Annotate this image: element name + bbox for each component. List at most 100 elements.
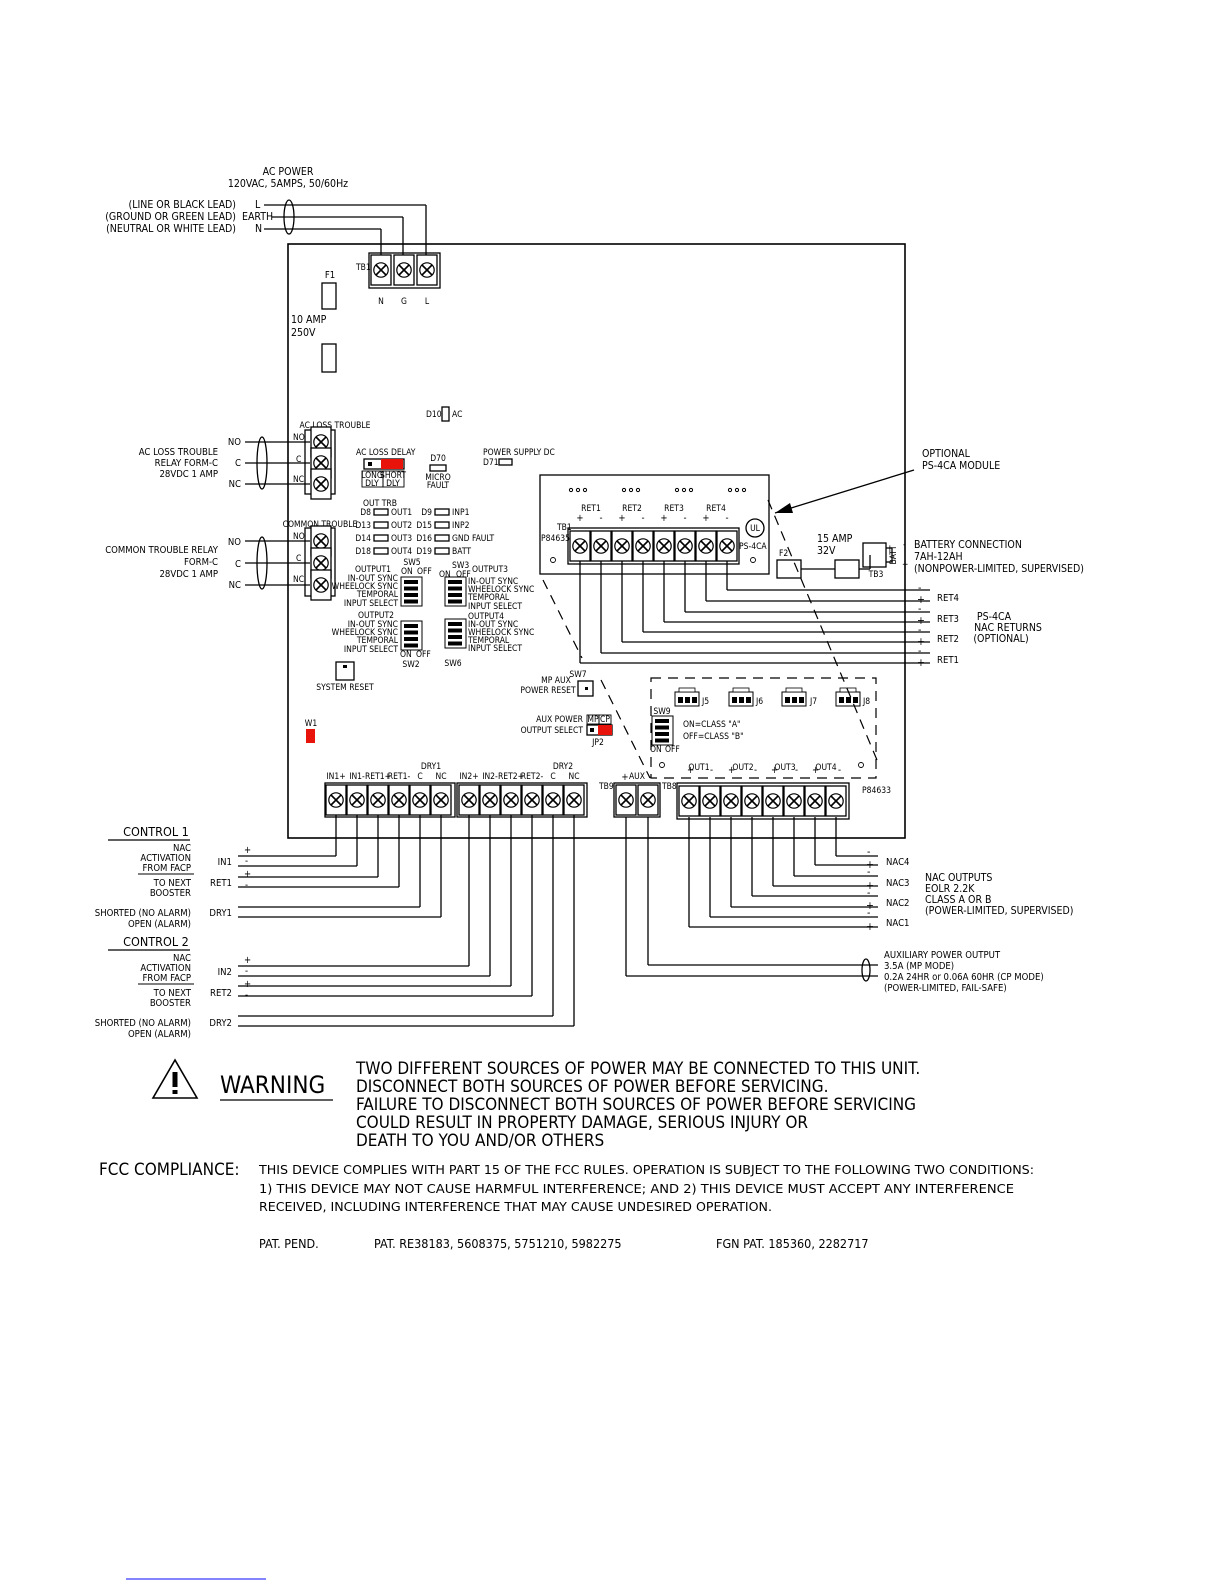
common-ext-nc: NC [229, 580, 241, 591]
control1-title: CONTROL 1 [123, 824, 189, 839]
sw7-button[interactable] [577, 680, 594, 697]
tb8-label: TB8 [661, 782, 677, 792]
control2-shorted: SHORTED (NO ALARM) [95, 1018, 191, 1029]
control1-polarity: +- +- [244, 845, 251, 891]
control1-next-1: TO NEXT [153, 878, 192, 889]
control1-in: IN1 [218, 857, 232, 868]
svg-text:+: + [702, 513, 709, 524]
output1-label: OUTPUT1 [355, 565, 391, 575]
sw2-on: ON [400, 650, 412, 660]
optional-connector-area [650, 677, 877, 779]
output2-opt-2: WHEELOCK SYNC [332, 628, 398, 638]
output2-opt-1: IN-OUT SYNC [348, 620, 398, 630]
svg-text:+: + [917, 615, 925, 627]
ac-loss-desc-2: RELAY FORM-C [155, 458, 218, 469]
aux-select-text-2: OUTPUT SELECT [521, 726, 584, 736]
ac-loss-header: AC LOSS TROUBLE [300, 421, 371, 431]
svg-text:-: - [867, 887, 870, 899]
ps4ca-polarity: +- +- +- +- [576, 513, 728, 524]
ac-loss-relay-block [304, 426, 336, 500]
ac-lead-neutral-code: N [255, 223, 262, 235]
svg-text:+: + [244, 845, 251, 856]
ps4ca-hole-right [750, 557, 756, 563]
svg-text:-: - [918, 624, 921, 636]
common-contact-nc: NC [293, 575, 304, 585]
fuse-f1 [321, 282, 337, 373]
tb3-minus: - [903, 540, 906, 550]
ac-lead-ground: (GROUND OR GREEN LEAD) [105, 211, 236, 223]
optional-module-arrow [775, 503, 793, 513]
warning-line-5: DEATH TO YOU AND/OR OTHERS [356, 1131, 604, 1151]
common-desc-2: FORM-C [184, 557, 218, 568]
control2-nac-3: FROM FACP [142, 973, 191, 984]
control2-ret: RET2 [210, 988, 232, 999]
led-group-right: D9 INP1 D15 INP2 D16 GND FAULT D19 BATT [416, 508, 494, 557]
term-in1-plus: IN1+ [326, 772, 345, 782]
w1-jumper[interactable] [306, 729, 315, 743]
svg-text:-: - [245, 880, 248, 891]
sw9-dip-switch[interactable] [651, 715, 674, 746]
term-dry1-nc: NC [435, 772, 446, 782]
system-reset-button[interactable] [335, 661, 355, 681]
sw5-dip-switch[interactable] [400, 576, 423, 607]
warning-line-2: DISCONNECT BOTH SOURCES OF POWER BEFORE … [356, 1077, 828, 1097]
ac-loss-contact-c: C [296, 455, 301, 465]
common-desc-3: 28VDC 1 AMP [159, 569, 218, 580]
control2-next-2: BOOSTER [150, 998, 191, 1009]
sw2-dip-switch[interactable] [400, 620, 423, 651]
aux-output-1: AUXILIARY POWER OUTPUT [884, 950, 1001, 961]
sw6-dip-switch[interactable] [444, 618, 467, 649]
warning-title: WARNING [220, 1071, 325, 1099]
aux-wires [625, 817, 878, 982]
svg-text:+: + [618, 513, 625, 524]
short-dly-1: SHORT [380, 471, 406, 481]
optional-module-1: OPTIONAL [922, 448, 971, 460]
connector-j5-label: J5 [701, 697, 709, 707]
ac-loss-desc-1: AC LOSS TROUBLE [139, 447, 218, 458]
sw9-off: OFF [665, 745, 680, 755]
ret4-label: RET4 [937, 593, 959, 604]
jp2-jumper[interactable] [586, 714, 613, 736]
d10-label: D10 [426, 410, 442, 420]
output3-opt-1: IN-OUT SYNC [468, 577, 518, 587]
control2-dry: DRY2 [209, 1018, 232, 1029]
warning-triangle-icon [151, 1058, 199, 1099]
sw3-dip-switch[interactable] [444, 576, 467, 607]
ps4ca-terminal-block [567, 527, 740, 565]
tb1-term-l: L [425, 297, 430, 307]
ret3-label: RET3 [937, 614, 959, 625]
nac-outputs-4: (POWER-LIMITED, SUPERVISED) [925, 905, 1073, 917]
led-d19-label: D19 [416, 547, 432, 557]
sw5-on: ON [401, 567, 413, 577]
aux-output-4: (POWER-LIMITED, FAIL-SAFE) [884, 983, 1007, 994]
out-trb-label: OUT TRB [363, 499, 397, 509]
output2-opt-3: TEMPORAL [356, 636, 399, 646]
output4-opt-1: IN-OUT SYNC [468, 620, 518, 630]
ac-loss-contact-nc: NC [293, 475, 304, 485]
led-d16-label: D16 [416, 534, 432, 544]
sw3-off: OFF [456, 570, 471, 580]
control2-nac-2: ACTIVATION [140, 963, 191, 974]
sw9-label: SW9 [653, 707, 670, 717]
patent-numbers: PAT. RE38183, 5608375, 5751210, 5982275 [374, 1236, 622, 1251]
fcc-line-2: 1) THIS DEVICE MAY NOT CAUSE HARMFUL INT… [259, 1181, 1014, 1196]
control1-nac-3: FROM FACP [142, 863, 191, 874]
d70-text-2: FAULT [427, 481, 450, 491]
term-in2-minus: IN2- [482, 772, 498, 782]
tb9-aux-terminal [613, 782, 661, 818]
battery-line-1: BATTERY CONNECTION [914, 539, 1022, 551]
svg-text:-: - [918, 582, 921, 594]
tb3-batt: BATT [889, 545, 899, 564]
led-inp1-label: INP1 [452, 508, 470, 518]
ac-loss-delay-jumper[interactable] [361, 458, 405, 488]
connector-j8-label: J8 [862, 697, 870, 707]
output1-opt-1: IN-OUT SYNC [348, 574, 398, 584]
dashed-area-hole-right [858, 762, 864, 768]
ps4ca-ret3: RET3 [664, 504, 684, 514]
tb9-aux: AUX [629, 772, 645, 782]
output4-opt-4: INPUT SELECT [468, 644, 522, 654]
common-contact-no: NO [293, 532, 305, 542]
term-ret2-minus: RET2- [521, 772, 544, 782]
fuse-f2-rating-volt: 32V [817, 545, 836, 557]
output1-opt-4: INPUT SELECT [344, 599, 398, 609]
